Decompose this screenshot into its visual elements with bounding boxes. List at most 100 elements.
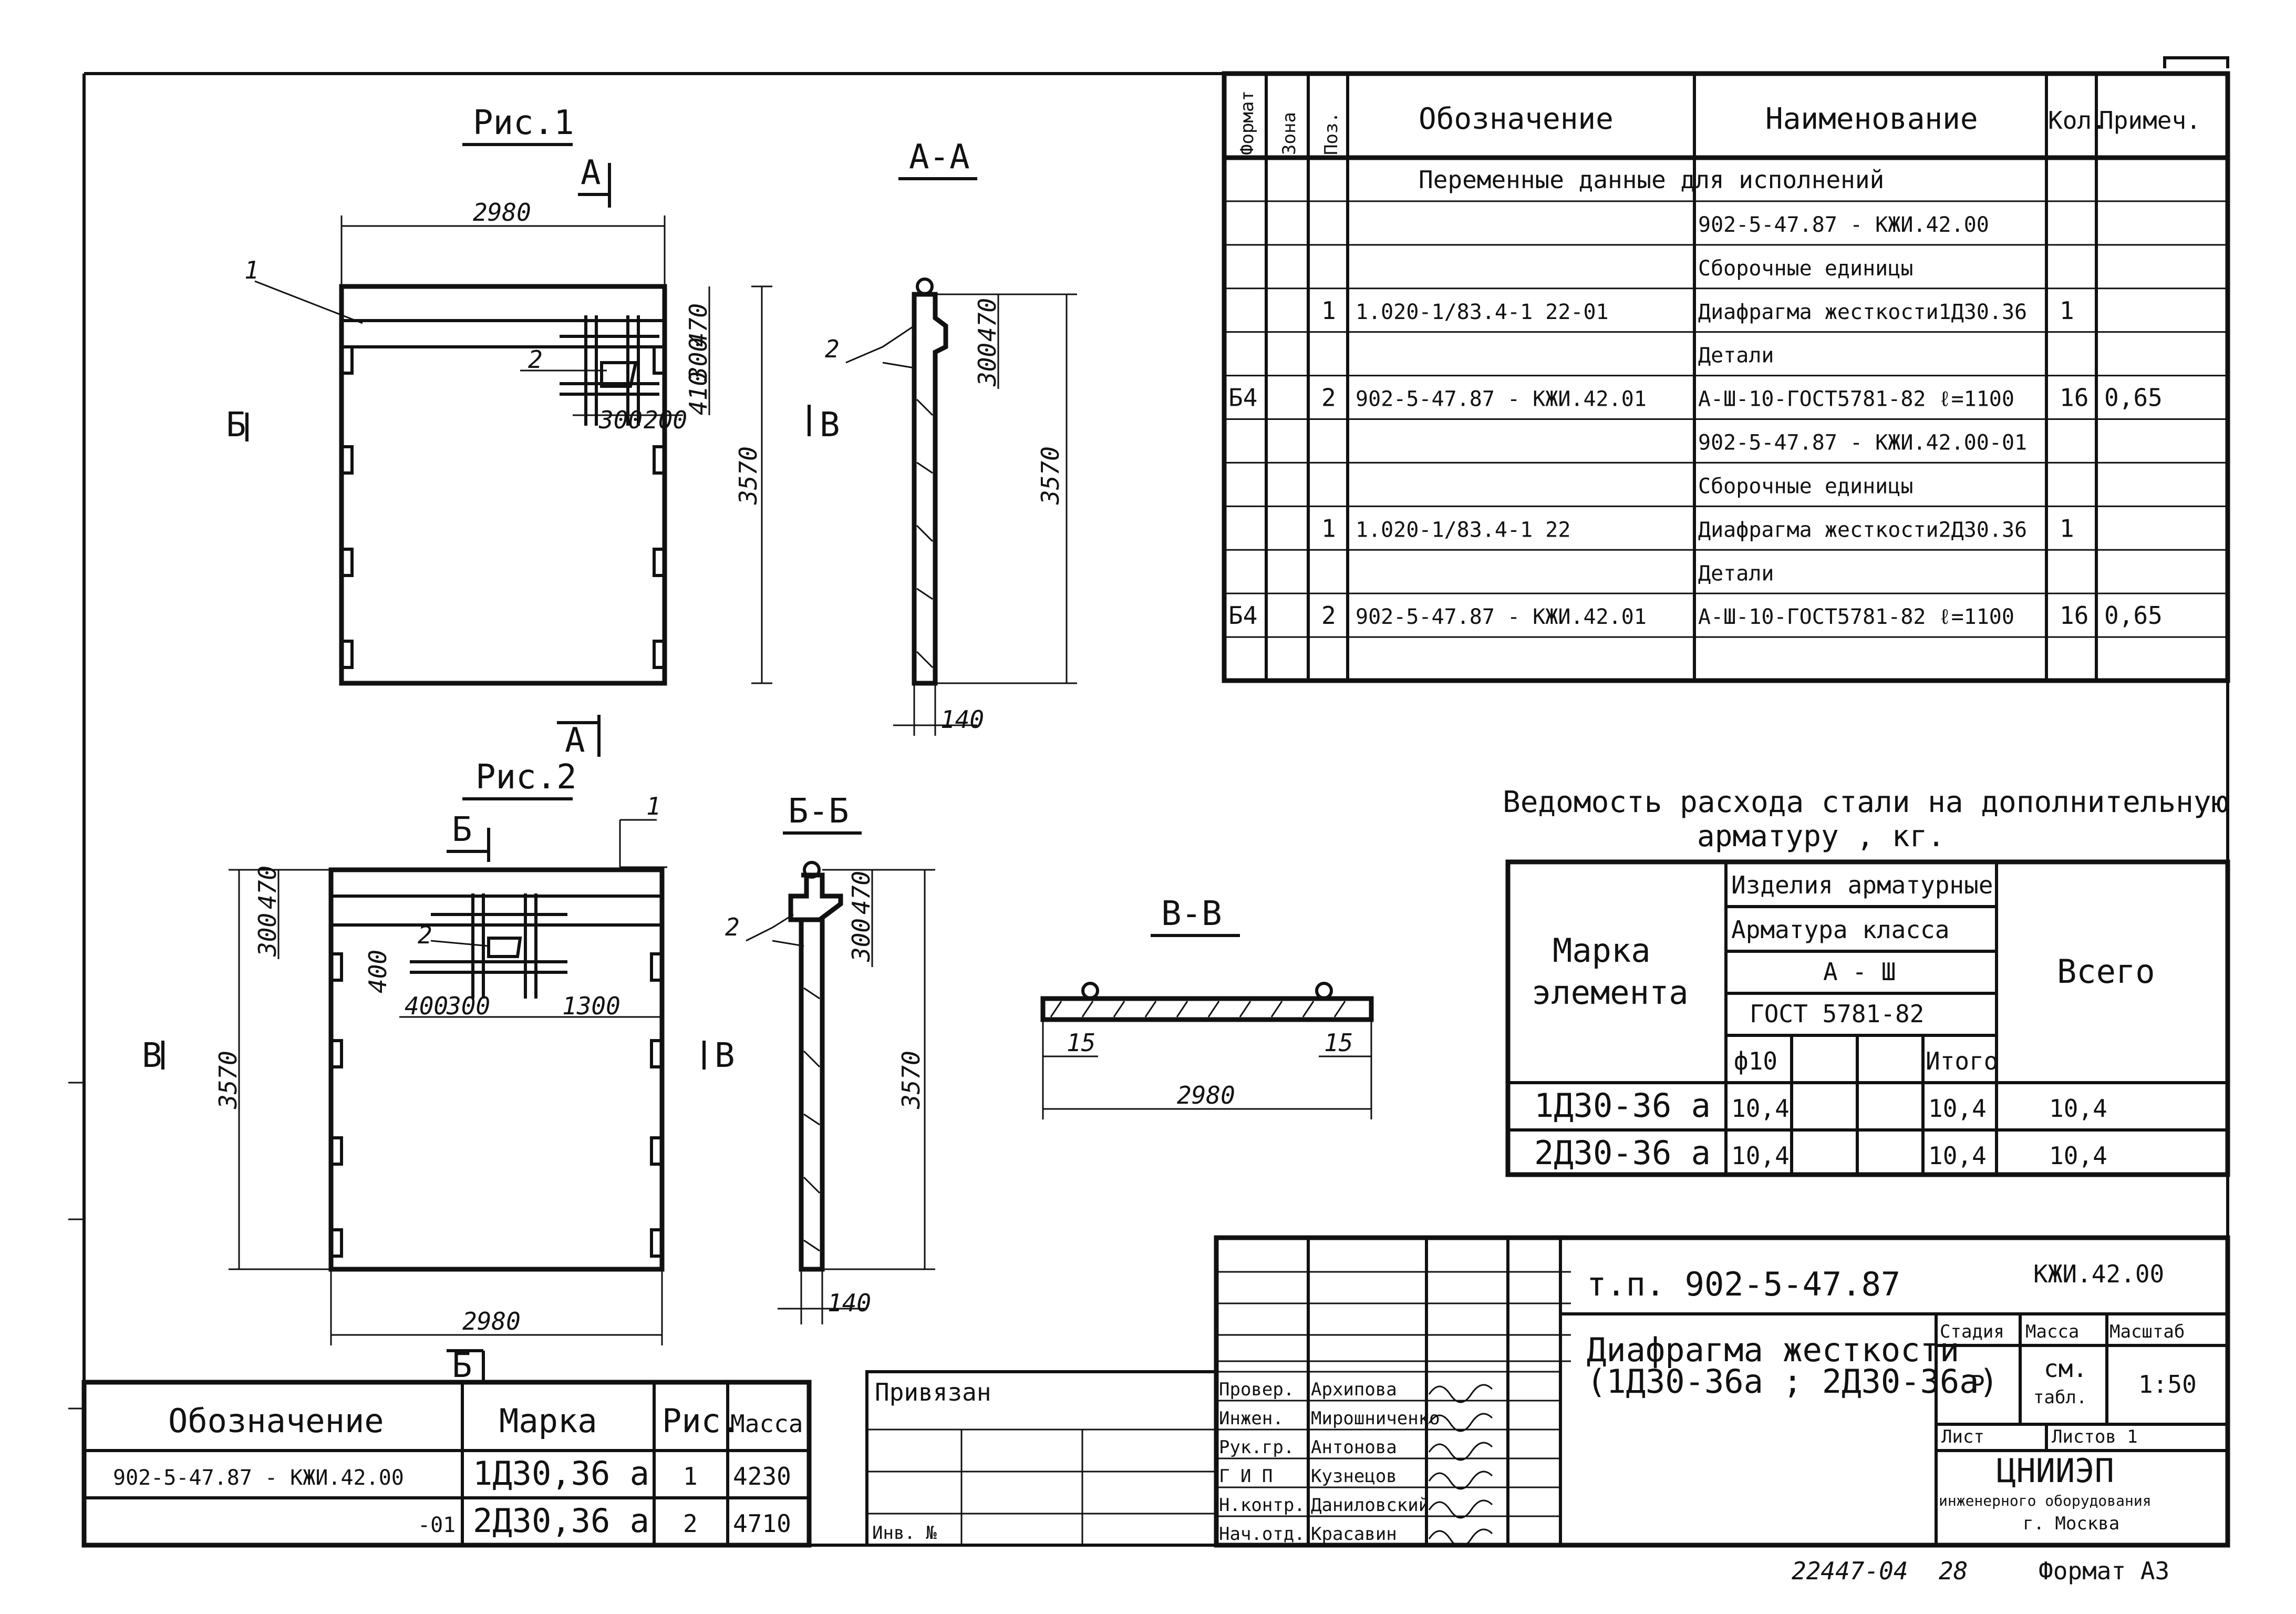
drawing-stroke (1214, 1235, 2230, 1548)
fig2-dim-bottom-2: 1300 (562, 992, 620, 1020)
spec-header-qty: Кол. (2048, 106, 2106, 135)
steel-h-d10: ф10 (1734, 1047, 1777, 1075)
fig2-elevation: Рис.2 1 2 3570 470 300 400 (142, 758, 735, 1385)
binding-label: Привязан (875, 1378, 991, 1406)
fig2-label-1: 1 (646, 792, 661, 820)
spec-cell-name: Детали (1698, 561, 1774, 585)
signature-mark (1428, 1528, 1493, 1548)
steel-h-total: Всего (2057, 952, 2155, 991)
sign-name: Кузнецов (1311, 1466, 1397, 1487)
steel-cell-d10: 10,4 (1731, 1142, 1790, 1170)
steel-cell-total: 10,4 (2049, 1094, 2107, 1123)
tb-name-2: (1Д30-36а ; 2Д30-36а) (1587, 1362, 1999, 1401)
fig1-label-1: 1 (244, 256, 259, 284)
sign-role: Рук.гр. (1219, 1437, 1294, 1458)
drawing-stroke (81, 1380, 812, 1548)
signature-mark (1428, 1413, 1493, 1432)
fig1-section-b-left: Б (226, 406, 246, 445)
fig1-dim-r1: 300 (684, 337, 712, 382)
steel-cell-itogo: 10,4 (1928, 1094, 1987, 1123)
fig1-dim-height: 3570 (734, 446, 762, 505)
drawing-stroke (1315, 982, 1333, 1000)
signature-mark (1428, 1499, 1493, 1519)
spec-cell-format: Б4 (1228, 601, 1257, 630)
sign-name: Антонова (1311, 1437, 1397, 1458)
marks-header-mass: Масса (730, 1410, 803, 1438)
drawing-stroke (1508, 862, 2228, 1175)
drawing-stroke (329, 1136, 343, 1166)
steel-cell-total: 10,4 (2049, 1142, 2107, 1170)
drawing-stroke (803, 1239, 820, 1252)
drawing-stroke (845, 325, 915, 369)
steel-cell-d10: 10,4 (1731, 1094, 1790, 1123)
fig2-dim-inner: 400 (364, 950, 392, 993)
spec-cell-name: Сборочные единицы (1698, 256, 1913, 281)
steel-h-products: Изделия арматурные (1731, 871, 1993, 899)
spec-row-span: Переменные данные для исполнений (1419, 166, 1884, 194)
drawing-stroke (650, 1228, 664, 1258)
binding-inv: Инв. № (872, 1523, 937, 1544)
drawing-stroke (803, 987, 820, 1000)
marks-cell-code: -01 (418, 1513, 456, 1537)
drawing-stroke (340, 445, 354, 475)
drawing-stroke (916, 461, 933, 474)
tb-h-mass: Масса (2025, 1321, 2079, 1342)
tb-code: КЖИ.42.00 (2033, 1260, 2164, 1288)
spec-cell-note: 0,65 (2104, 601, 2163, 630)
drawing-stroke (650, 952, 664, 982)
sign-name: Даниловский (1311, 1495, 1429, 1516)
fig1-title: Рис.1 (473, 104, 574, 142)
tb-org-3: г. Москва (2023, 1513, 2119, 1534)
tb-project: т.п. 902-5-47.87 (1587, 1265, 1900, 1303)
tb-h-stage: Стадия (1940, 1321, 2004, 1342)
spec-table: Формат Зона Поз. Обозначение Наименовани… (1222, 71, 2230, 683)
drawing-stroke (329, 952, 664, 1258)
marks-cell-fig: 1 (683, 1462, 698, 1490)
section-aa-label-2: 2 (825, 335, 840, 363)
drawing-stroke (650, 1039, 664, 1068)
drawing-stroke (430, 940, 489, 947)
spec-cell-name: А-Ш-10-ГОСТ5781-82 ℓ=1100 (1698, 605, 2014, 629)
drawing-stroke (340, 548, 354, 577)
tb-org-1: ЦНИИЭП (1997, 1452, 2114, 1490)
steel-h-itogo: Итого (1926, 1047, 1998, 1075)
fig2-dim-height: 3570 (214, 1051, 242, 1109)
section-vv-dim-width: 2980 (1177, 1081, 1235, 1109)
sign-role: Н.контр. (1219, 1495, 1305, 1516)
spec-cell-code: 902-5-47.87 - КЖИ.42.01 (1356, 387, 1647, 412)
drawing-stroke (600, 361, 638, 388)
tb-mass-2: табл. (2033, 1387, 2087, 1408)
spec-cell-qty: 1 (2060, 514, 2074, 542)
spec-cell-code: 902-5-47.87 - КЖИ.42.01 (1356, 605, 1647, 629)
drawing-stroke (803, 987, 821, 1252)
drawing-stroke (1265, 74, 2098, 681)
spec-cell-qty: 1 (2060, 296, 2074, 325)
fig1-label-2: 2 (528, 345, 543, 374)
steel-h-mark-2: элемента (1532, 973, 1689, 1012)
spec-cell-note: 0,65 (2104, 384, 2163, 412)
steel-h-class: Арматура класса (1731, 916, 1949, 944)
fig1-dim-r0: 470 (684, 303, 712, 347)
drawing-stroke (329, 1039, 343, 1068)
fig2-section-bb: Б-Б 140 3570 470 300 2 (725, 792, 935, 1324)
section-vv-title: В-В (1161, 895, 1222, 933)
fig2-dim-left-0: 470 (253, 866, 282, 909)
fig1-section-a-bottom: А (565, 721, 585, 760)
drawing-stroke (487, 937, 522, 958)
drawing-stroke (916, 277, 934, 295)
spec-cell-name: А-Ш-10-ГОСТ5781-82 ℓ=1100 (1698, 387, 2014, 412)
tb-sheets: Листов 1 (2052, 1426, 2138, 1447)
drawing-stroke (340, 345, 666, 669)
signature-mark (1428, 1442, 1493, 1461)
drawing-stroke (803, 1176, 821, 1194)
binding-block: Привязан Инв. № (865, 1370, 1218, 1547)
drawing-stroke (916, 398, 934, 669)
drawing-stroke (328, 867, 665, 1272)
fig2-section-v-right: В (715, 1036, 735, 1075)
steel-cell-mark: 2Д30-36 а (1534, 1134, 1711, 1172)
drawing-stroke (916, 588, 933, 600)
sign-name: Архипова (1311, 1379, 1397, 1400)
sign-role: Г И П (1219, 1466, 1273, 1487)
drawing-stroke (1224, 200, 2228, 638)
